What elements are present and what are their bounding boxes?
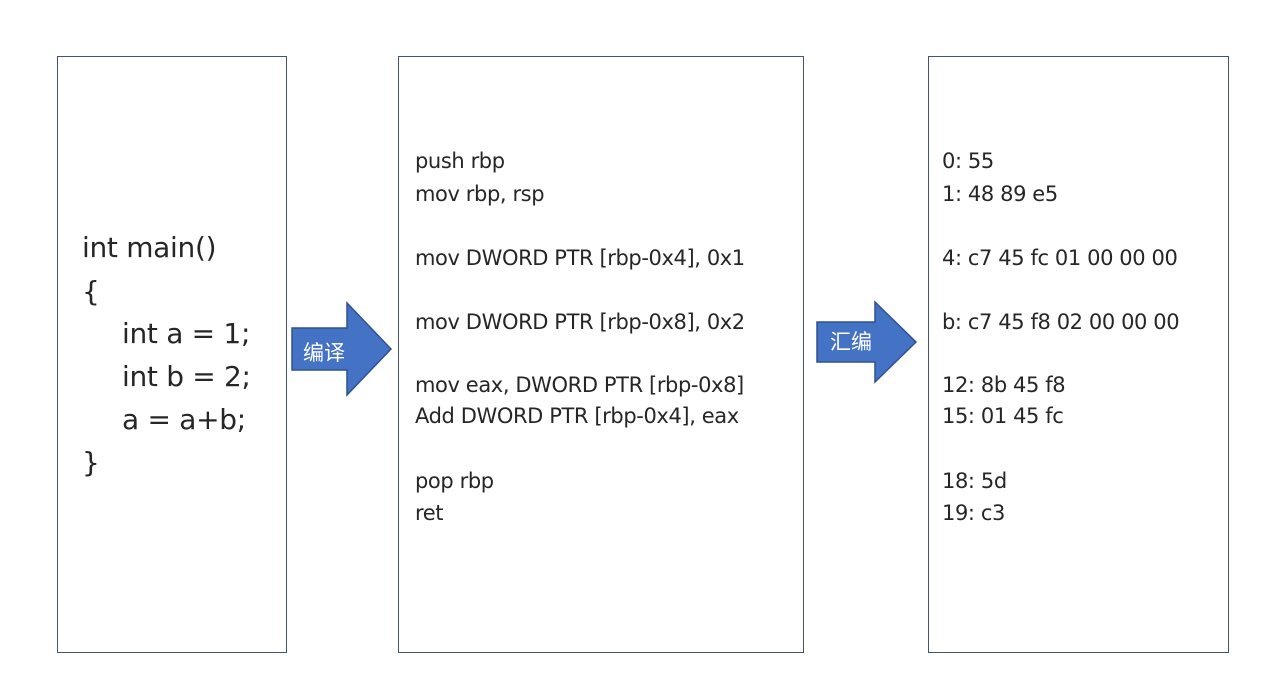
asm-line: mov eax, DWORD PTR [rbp-0x8] bbox=[415, 373, 744, 397]
machine-code-line: 4: c7 45 fc 01 00 00 00 bbox=[942, 246, 1178, 270]
machine-code-box bbox=[928, 56, 1229, 653]
machine-code-line: 19: c3 bbox=[942, 501, 1005, 525]
machine-code-line: 12: 8b 45 f8 bbox=[942, 373, 1066, 397]
source-line: int a = 1; bbox=[122, 317, 251, 350]
machine-code-line: 18: 5d bbox=[942, 469, 1007, 493]
asm-line: mov DWORD PTR [rbp-0x8], 0x2 bbox=[415, 310, 745, 334]
assemble-label: 汇编 bbox=[830, 330, 872, 354]
assemble-arrow bbox=[815, 300, 919, 384]
asm-line: Add DWORD PTR [rbp-0x4], eax bbox=[415, 404, 739, 428]
right-arrow-icon bbox=[291, 301, 393, 397]
asm-line: mov rbp, rsp bbox=[415, 182, 545, 206]
machine-code-line: 0: 55 bbox=[942, 149, 994, 173]
source-line: int main() bbox=[82, 231, 217, 264]
asm-line: pop rbp bbox=[415, 469, 494, 493]
compile-label: 编译 bbox=[303, 341, 345, 365]
asm-line: ret bbox=[415, 501, 444, 525]
source-line: a = a+b; bbox=[122, 403, 246, 436]
source-line: } bbox=[82, 446, 100, 479]
assembly-box bbox=[398, 56, 804, 653]
right-arrow-icon bbox=[816, 300, 918, 384]
source-line: int b = 2; bbox=[122, 360, 251, 393]
compile-arrow bbox=[290, 301, 394, 397]
machine-code-line: b: c7 45 f8 02 00 00 00 bbox=[942, 310, 1180, 334]
machine-code-line: 1: 48 89 e5 bbox=[942, 182, 1058, 206]
source-line: { bbox=[82, 275, 100, 308]
asm-line: mov DWORD PTR [rbp-0x4], 0x1 bbox=[415, 246, 745, 270]
machine-code-line: 15: 01 45 fc bbox=[942, 404, 1064, 428]
asm-line: push rbp bbox=[415, 149, 505, 173]
source-code-box bbox=[57, 56, 287, 653]
